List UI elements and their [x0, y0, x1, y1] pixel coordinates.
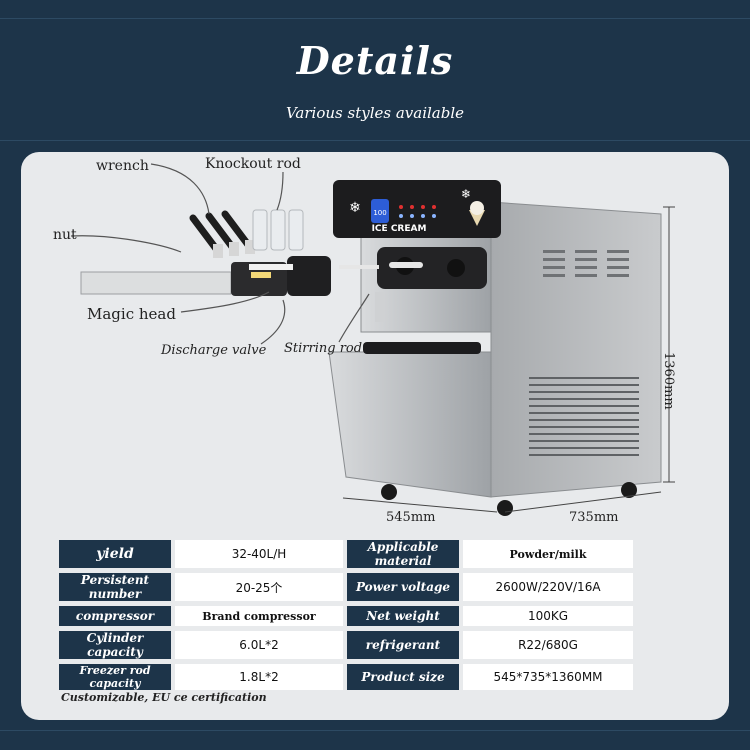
- table-row: compressor Brand compressor Net weight 1…: [59, 606, 633, 626]
- spec-label: Freezer rod capacity: [59, 664, 171, 690]
- details-card: 100 ICE CREAM ❄ ❄: [21, 152, 729, 720]
- display-readout: 100: [373, 209, 386, 217]
- stirring-rod-label: Stirring rod: [284, 341, 363, 356]
- spec-label: refrigerant: [347, 631, 459, 659]
- table-row: Persistent number 20-25个 Power voltage 2…: [59, 573, 633, 601]
- spec-value: Powder/milk: [463, 540, 633, 568]
- spec-value: 32-40L/H: [175, 540, 343, 568]
- magic-head-label: Magic head: [87, 305, 176, 323]
- height-dimension-label: 1360mm: [661, 352, 676, 410]
- spec-label: compressor: [59, 606, 171, 626]
- discharge-valve-label: Discharge valve: [161, 343, 267, 358]
- page-title: Details: [296, 38, 454, 83]
- table-row: yield 32-40L/H Applicable material Powde…: [59, 540, 633, 568]
- spec-label: Net weight: [347, 606, 459, 626]
- spec-label: Cylinder capacity: [59, 631, 171, 659]
- wrench-label: wrench: [96, 158, 149, 174]
- spec-value: 100KG: [463, 606, 633, 626]
- width-dimension-label: 735mm: [569, 510, 619, 525]
- spec-label: yield: [59, 540, 171, 568]
- table-row: Cylinder capacity 6.0L*2 refrigerant R22…: [59, 631, 633, 659]
- spec-label: Power voltage: [347, 573, 459, 601]
- spec-label: Applicable material: [347, 540, 459, 568]
- background-line: [0, 140, 750, 141]
- brand-label: ICE CREAM: [372, 224, 427, 234]
- spec-value: R22/680G: [463, 631, 633, 659]
- spec-label: Product size: [347, 664, 459, 690]
- spec-value: 545*735*1360MM: [463, 664, 633, 690]
- nut-label: nut: [53, 227, 77, 243]
- spec-table: yield 32-40L/H Applicable material Powde…: [55, 535, 637, 695]
- svg-text:❄: ❄: [349, 200, 361, 216]
- spec-value: 20-25个: [175, 573, 343, 601]
- spec-value: 2600W/220V/16A: [463, 573, 633, 601]
- depth-dimension-label: 545mm: [386, 510, 436, 525]
- spec-value: 6.0L*2: [175, 631, 343, 659]
- background-line: [0, 730, 750, 731]
- page-subtitle: Various styles available: [285, 104, 465, 122]
- spec-value: Brand compressor: [175, 606, 343, 626]
- svg-text:❄: ❄: [461, 187, 471, 201]
- spec-label: Persistent number: [59, 573, 171, 601]
- background-line: [0, 18, 750, 19]
- table-row: Freezer rod capacity 1.8L*2 Product size…: [59, 664, 633, 690]
- knockout-rod-label: Knockout rod: [205, 156, 301, 172]
- certification-note: Customizable, EU ce certification: [61, 691, 267, 704]
- ice-cream-machine-illustration: 100 ICE CREAM ❄ ❄: [70, 163, 675, 516]
- spec-value: 1.8L*2: [175, 664, 343, 690]
